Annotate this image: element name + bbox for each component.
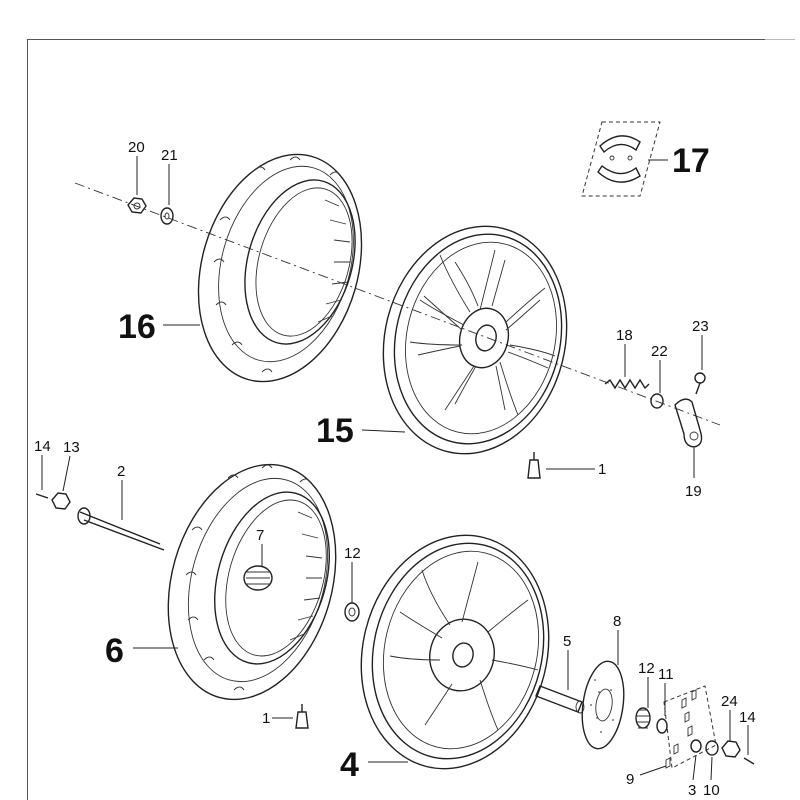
callout-labels: 20 21 17 16 18 22 23 15 1 19 14 13 2 7 1…: [34, 139, 756, 799]
front-axle-bolt-left: [35, 493, 49, 499]
front-tire: [167, 463, 337, 701]
front-hub-drive: [243, 565, 273, 591]
callout-4: 4: [340, 746, 359, 784]
disc-bolt-set: [663, 685, 717, 769]
brake-shoe-set: [581, 121, 661, 197]
callout-15: 15: [316, 412, 354, 450]
callout-5: 5: [563, 633, 571, 650]
callout-22: 22: [651, 343, 668, 360]
callout-1-front: 1: [262, 710, 270, 727]
rear-tire-valve: [527, 452, 541, 479]
rear-tire: [197, 153, 363, 383]
rear-axle-nut: [127, 197, 147, 214]
front-bearing-left: [344, 602, 360, 622]
front-axle-bolt-right: [743, 757, 755, 765]
front-tire-valve: [295, 704, 309, 729]
front-brake-disc: [581, 660, 625, 750]
front-wheel-rim: [360, 534, 550, 770]
front-axle-nut-right: [721, 740, 741, 758]
diagram-frame: [27, 39, 765, 800]
front-oil-seal: [656, 718, 668, 734]
callout-20: 20: [128, 139, 145, 156]
callout-7: 7: [256, 527, 264, 544]
brake-arm: [674, 398, 703, 448]
leader-lines: [41, 156, 749, 781]
callout-18: 18: [616, 327, 633, 344]
brake-arm-nut: [650, 393, 664, 409]
callout-10: 10: [703, 782, 720, 799]
callout-21: 21: [161, 147, 178, 164]
callout-23: 23: [692, 318, 709, 335]
rear-wheel-rim: [382, 225, 568, 455]
callout-1-rear: 1: [598, 461, 606, 478]
callout-13: 13: [63, 439, 80, 456]
callout-3: 3: [688, 782, 696, 799]
callout-12-right: 12: [638, 660, 655, 677]
brake-cam-spring: [604, 378, 650, 390]
callout-19: 19: [685, 483, 702, 500]
callout-6: 6: [105, 632, 124, 670]
rear-axle-washer: [160, 207, 174, 225]
callout-9: 9: [626, 771, 634, 788]
front-bearing-right: [635, 707, 651, 729]
callout-14-left: 14: [34, 438, 51, 455]
callout-12-left: 12: [344, 545, 361, 562]
callout-11: 11: [658, 666, 674, 683]
front-axle-spacer: [535, 685, 585, 714]
front-washer: [690, 739, 702, 753]
callout-24: 24: [721, 693, 738, 710]
brake-arm-bolt: [694, 372, 706, 395]
callout-14-right: 14: [739, 709, 756, 726]
callout-2: 2: [117, 463, 125, 480]
callout-17: 17: [672, 142, 710, 180]
callout-16: 16: [118, 308, 156, 346]
front-collar: [705, 740, 719, 756]
front-axle: [77, 507, 165, 551]
frame-edge-line: [765, 39, 795, 40]
callout-8: 8: [613, 613, 621, 630]
front-axle-nut-left: [51, 492, 71, 510]
